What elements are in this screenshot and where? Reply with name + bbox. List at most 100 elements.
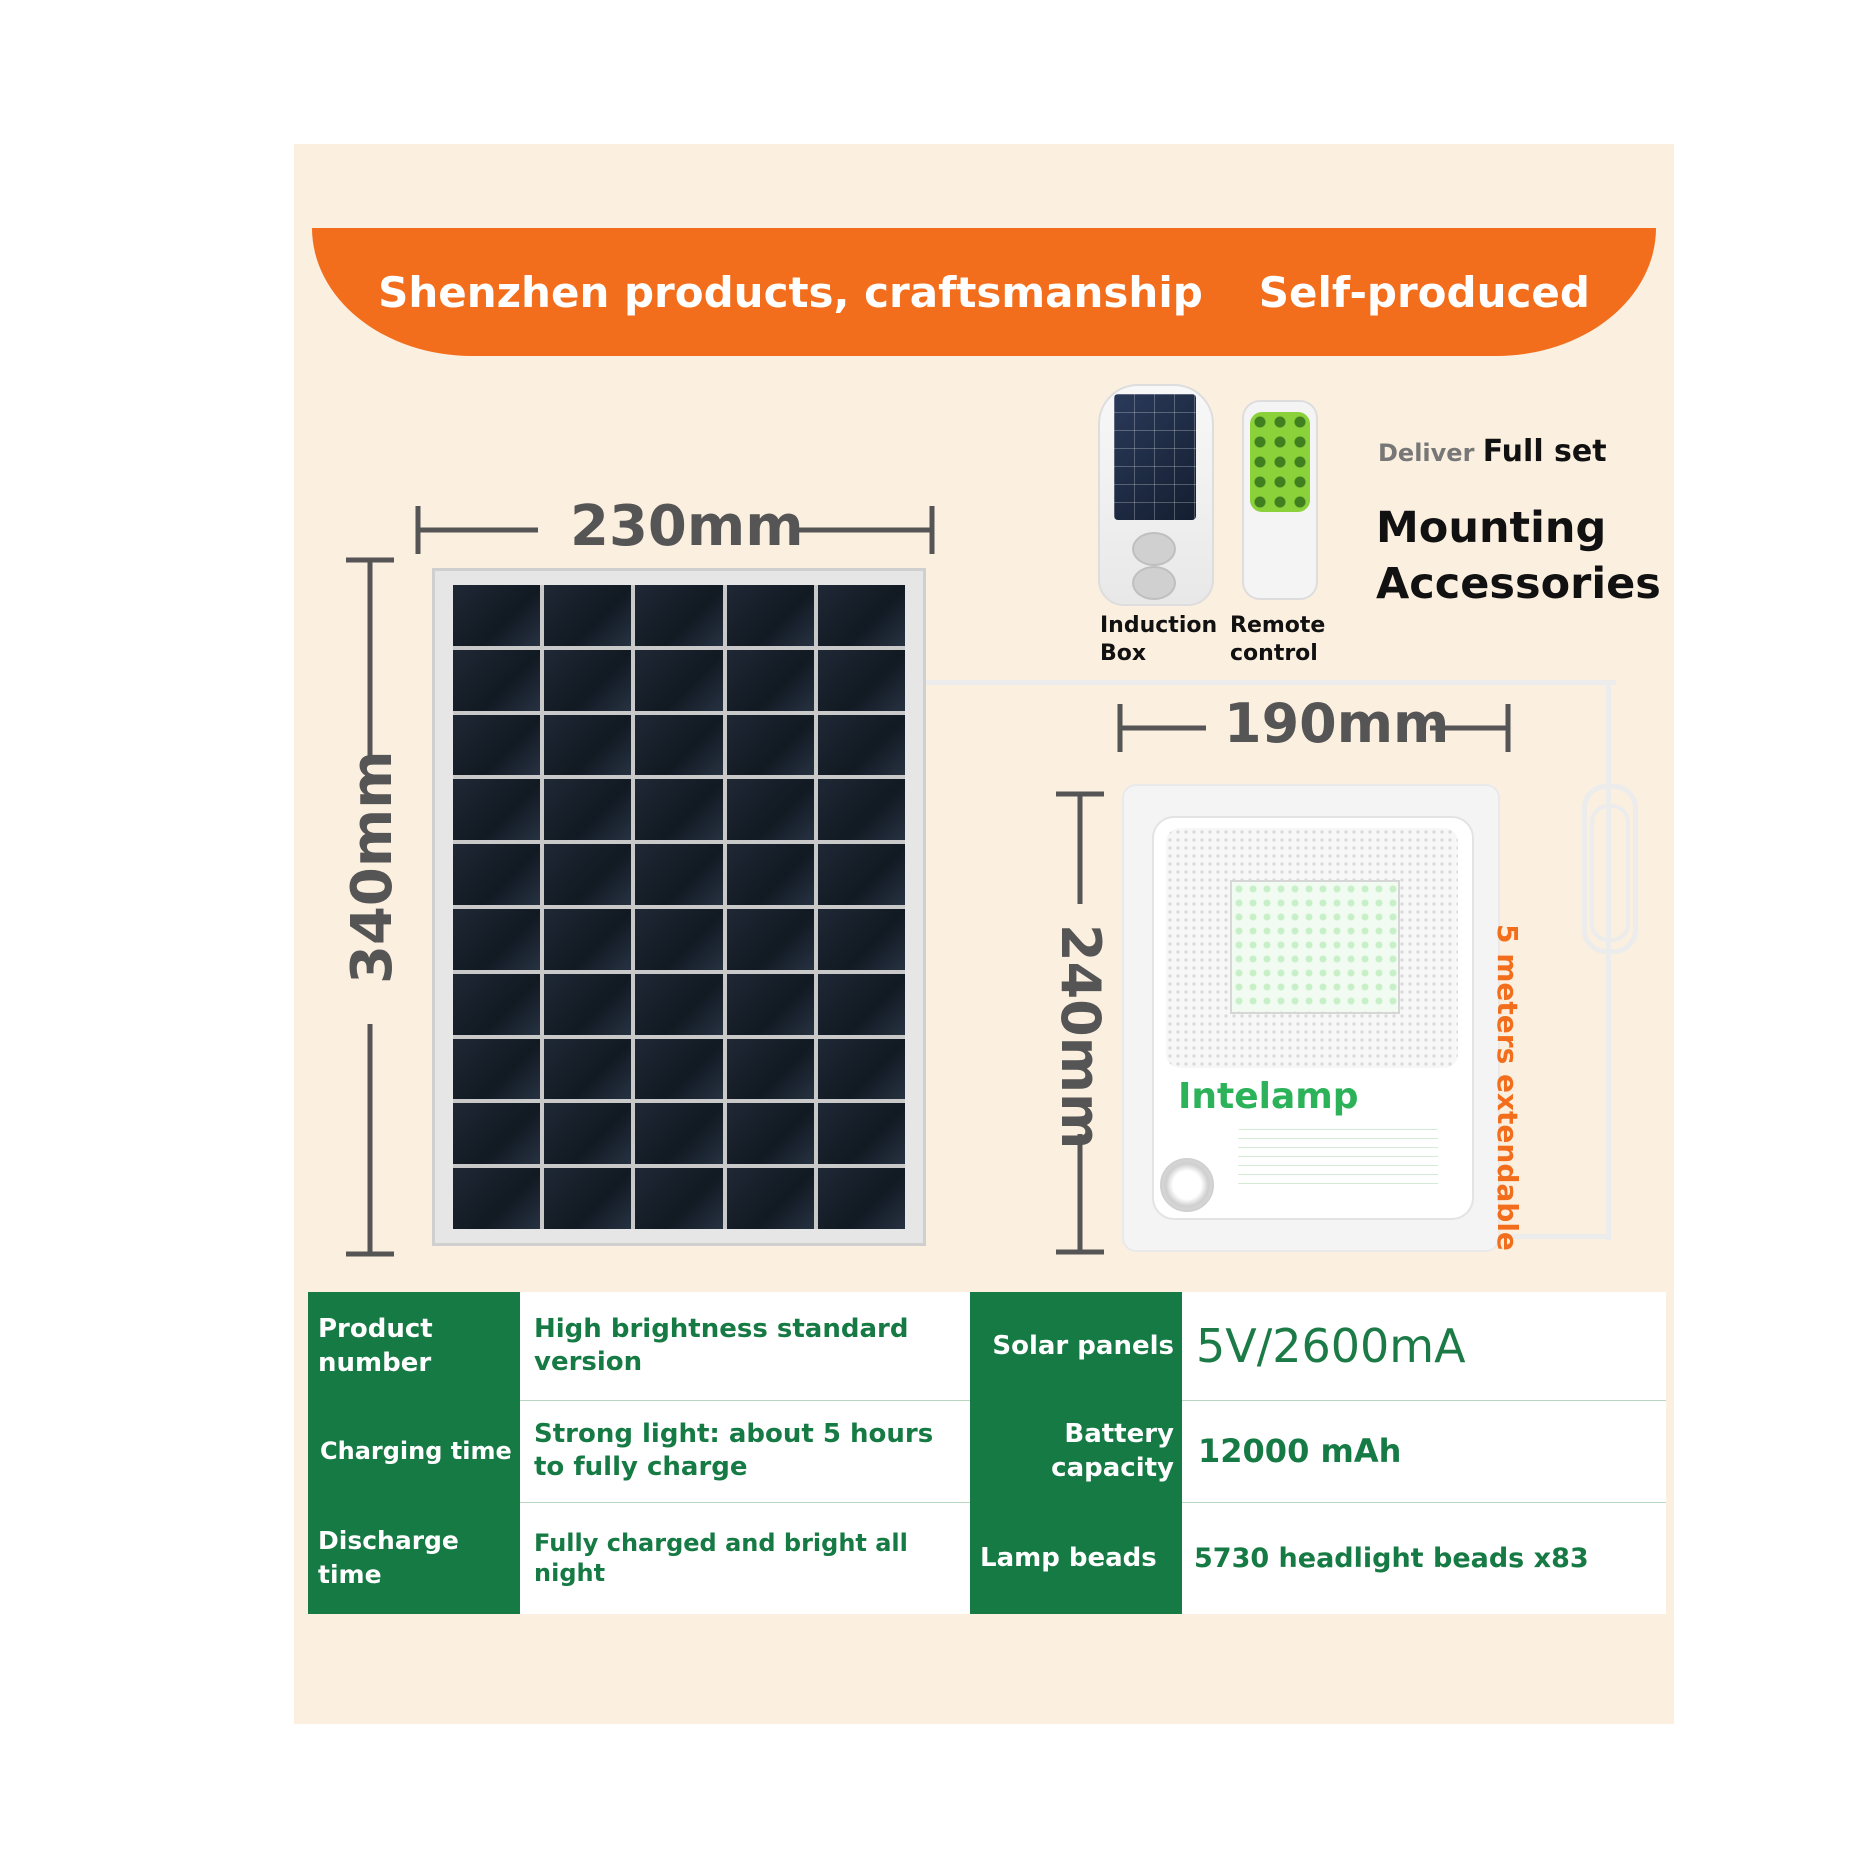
remote-control-image [1242,400,1318,600]
solar-cell [635,1103,723,1165]
induction-box-image [1098,384,1214,606]
solar-cell [544,844,632,905]
solar-cell [544,1168,632,1229]
header-banner: Shenzhen products, craftsmanship Self-pr… [312,228,1656,356]
solar-cell [453,844,541,905]
solar-cell [817,908,905,970]
solar-cell [817,714,905,776]
solar-cell [544,908,632,970]
solar-cell [544,585,632,646]
solar-cell [453,908,541,970]
cable-coil-icon [1590,804,1630,942]
solar-cell [817,844,905,905]
table-row: Discharge time Fully charged and bright … [308,1502,1666,1614]
solar-cell [544,1103,632,1165]
solar-cell [726,844,814,905]
solar-cell [817,649,905,711]
spec-label: Lamp beads [970,1502,1182,1614]
solar-cell [726,1038,814,1100]
spec-table: Product number High brightness standard … [308,1292,1666,1614]
cable-length-note: 5 meters extendable [1491,924,1524,1251]
mini-solar-panel-icon [1114,394,1196,520]
induction-box-label: Induction Box [1100,613,1218,666]
spec-value: Fully charged and bright all night [534,1529,908,1587]
sensor-eye-icon [1132,566,1176,600]
table-row: Charging time Strong light: about 5 hour… [308,1400,1666,1503]
solar-cell [817,1038,905,1100]
spec-value: High brightness standard version [534,1314,909,1377]
solar-cell [453,973,541,1035]
solar-cell [817,1103,905,1165]
lamp-height-label: 240mm [1049,924,1112,1150]
table-row: Product number High brightness standard … [308,1292,1666,1401]
solar-cell [726,649,814,711]
deliver-prefix: Deliver [1378,439,1475,467]
solar-cell [817,779,905,841]
led-array-icon [1230,880,1400,1014]
banner-right-text: Self-produced [1258,267,1590,317]
solar-cell [726,585,814,646]
solar-cell [544,779,632,841]
spec-label: Product number [308,1292,520,1400]
solar-cell [635,908,723,970]
solar-cell [726,908,814,970]
deliver-line: Deliver Full set [1378,434,1607,469]
solar-cell [726,1168,814,1229]
solar-cell [817,585,905,646]
solar-cell [635,779,723,841]
solar-cell [453,649,541,711]
solar-cell [635,585,723,646]
deliver-highlight: Full set [1482,434,1607,469]
lamp-reflector [1166,828,1458,1068]
solar-cell [635,973,723,1035]
cable-bottom [1500,1234,1610,1239]
spec-value: 5730 headlight beads x83 [1194,1542,1589,1574]
spec-value: 12000 mAh [1198,1431,1402,1470]
solar-cell [544,649,632,711]
solar-cell [453,714,541,776]
solar-cell [635,714,723,776]
solar-cell [544,1038,632,1100]
solar-cell [453,779,541,841]
solar-cell [726,779,814,841]
solar-cell-grid [453,585,905,1229]
product-infographic: Shenzhen products, craftsmanship Self-pr… [294,144,1674,1724]
banner-left-text: Shenzhen products, craftsmanship [378,267,1203,317]
lamp-brand: Intelamp [1178,1076,1359,1117]
remote-buttons-icon [1250,412,1310,512]
solar-cell [726,714,814,776]
cable-coil-icon [1582,784,1638,954]
panel-width-label: 230mm [570,494,804,559]
solar-cell [817,1168,905,1229]
solar-cell [726,973,814,1035]
solar-panel-image [432,568,926,1246]
spec-label: Charging time [308,1400,520,1502]
lamp-spec-sticker [1238,1128,1438,1192]
dimension-lines [346,506,1511,1257]
solar-cell [635,844,723,905]
remote-control-label: Remote control [1230,613,1326,666]
spec-label: Discharge time [308,1502,520,1614]
panel-height-label: 340mm [340,750,405,984]
lamp-body: Intelamp [1152,816,1474,1220]
flood-lamp-image: Intelamp [1122,784,1500,1252]
solar-cell [544,714,632,776]
solar-cell [453,585,541,646]
spec-value: 5V/2600mA [1196,1318,1466,1373]
solar-cell [544,973,632,1035]
cable-side [1606,680,1611,1240]
lamp-width-label: 190mm [1224,692,1450,755]
solar-cell [453,1168,541,1229]
spec-label: Battery capacity [970,1400,1182,1502]
solar-cell [453,1038,541,1100]
spec-value: Strong light: about 5 hours to fully cha… [534,1419,934,1482]
solar-cell [635,1168,723,1229]
solar-cell [635,1038,723,1100]
mounting-accessories-heading: Mounting Accessories [1376,503,1661,609]
solar-cell [726,1103,814,1165]
motion-sensor-icon [1160,1158,1214,1212]
solar-cell [635,649,723,711]
spec-label: Solar panels [970,1292,1182,1400]
sensor-eye-icon [1132,532,1176,566]
cable-top [926,680,1616,685]
